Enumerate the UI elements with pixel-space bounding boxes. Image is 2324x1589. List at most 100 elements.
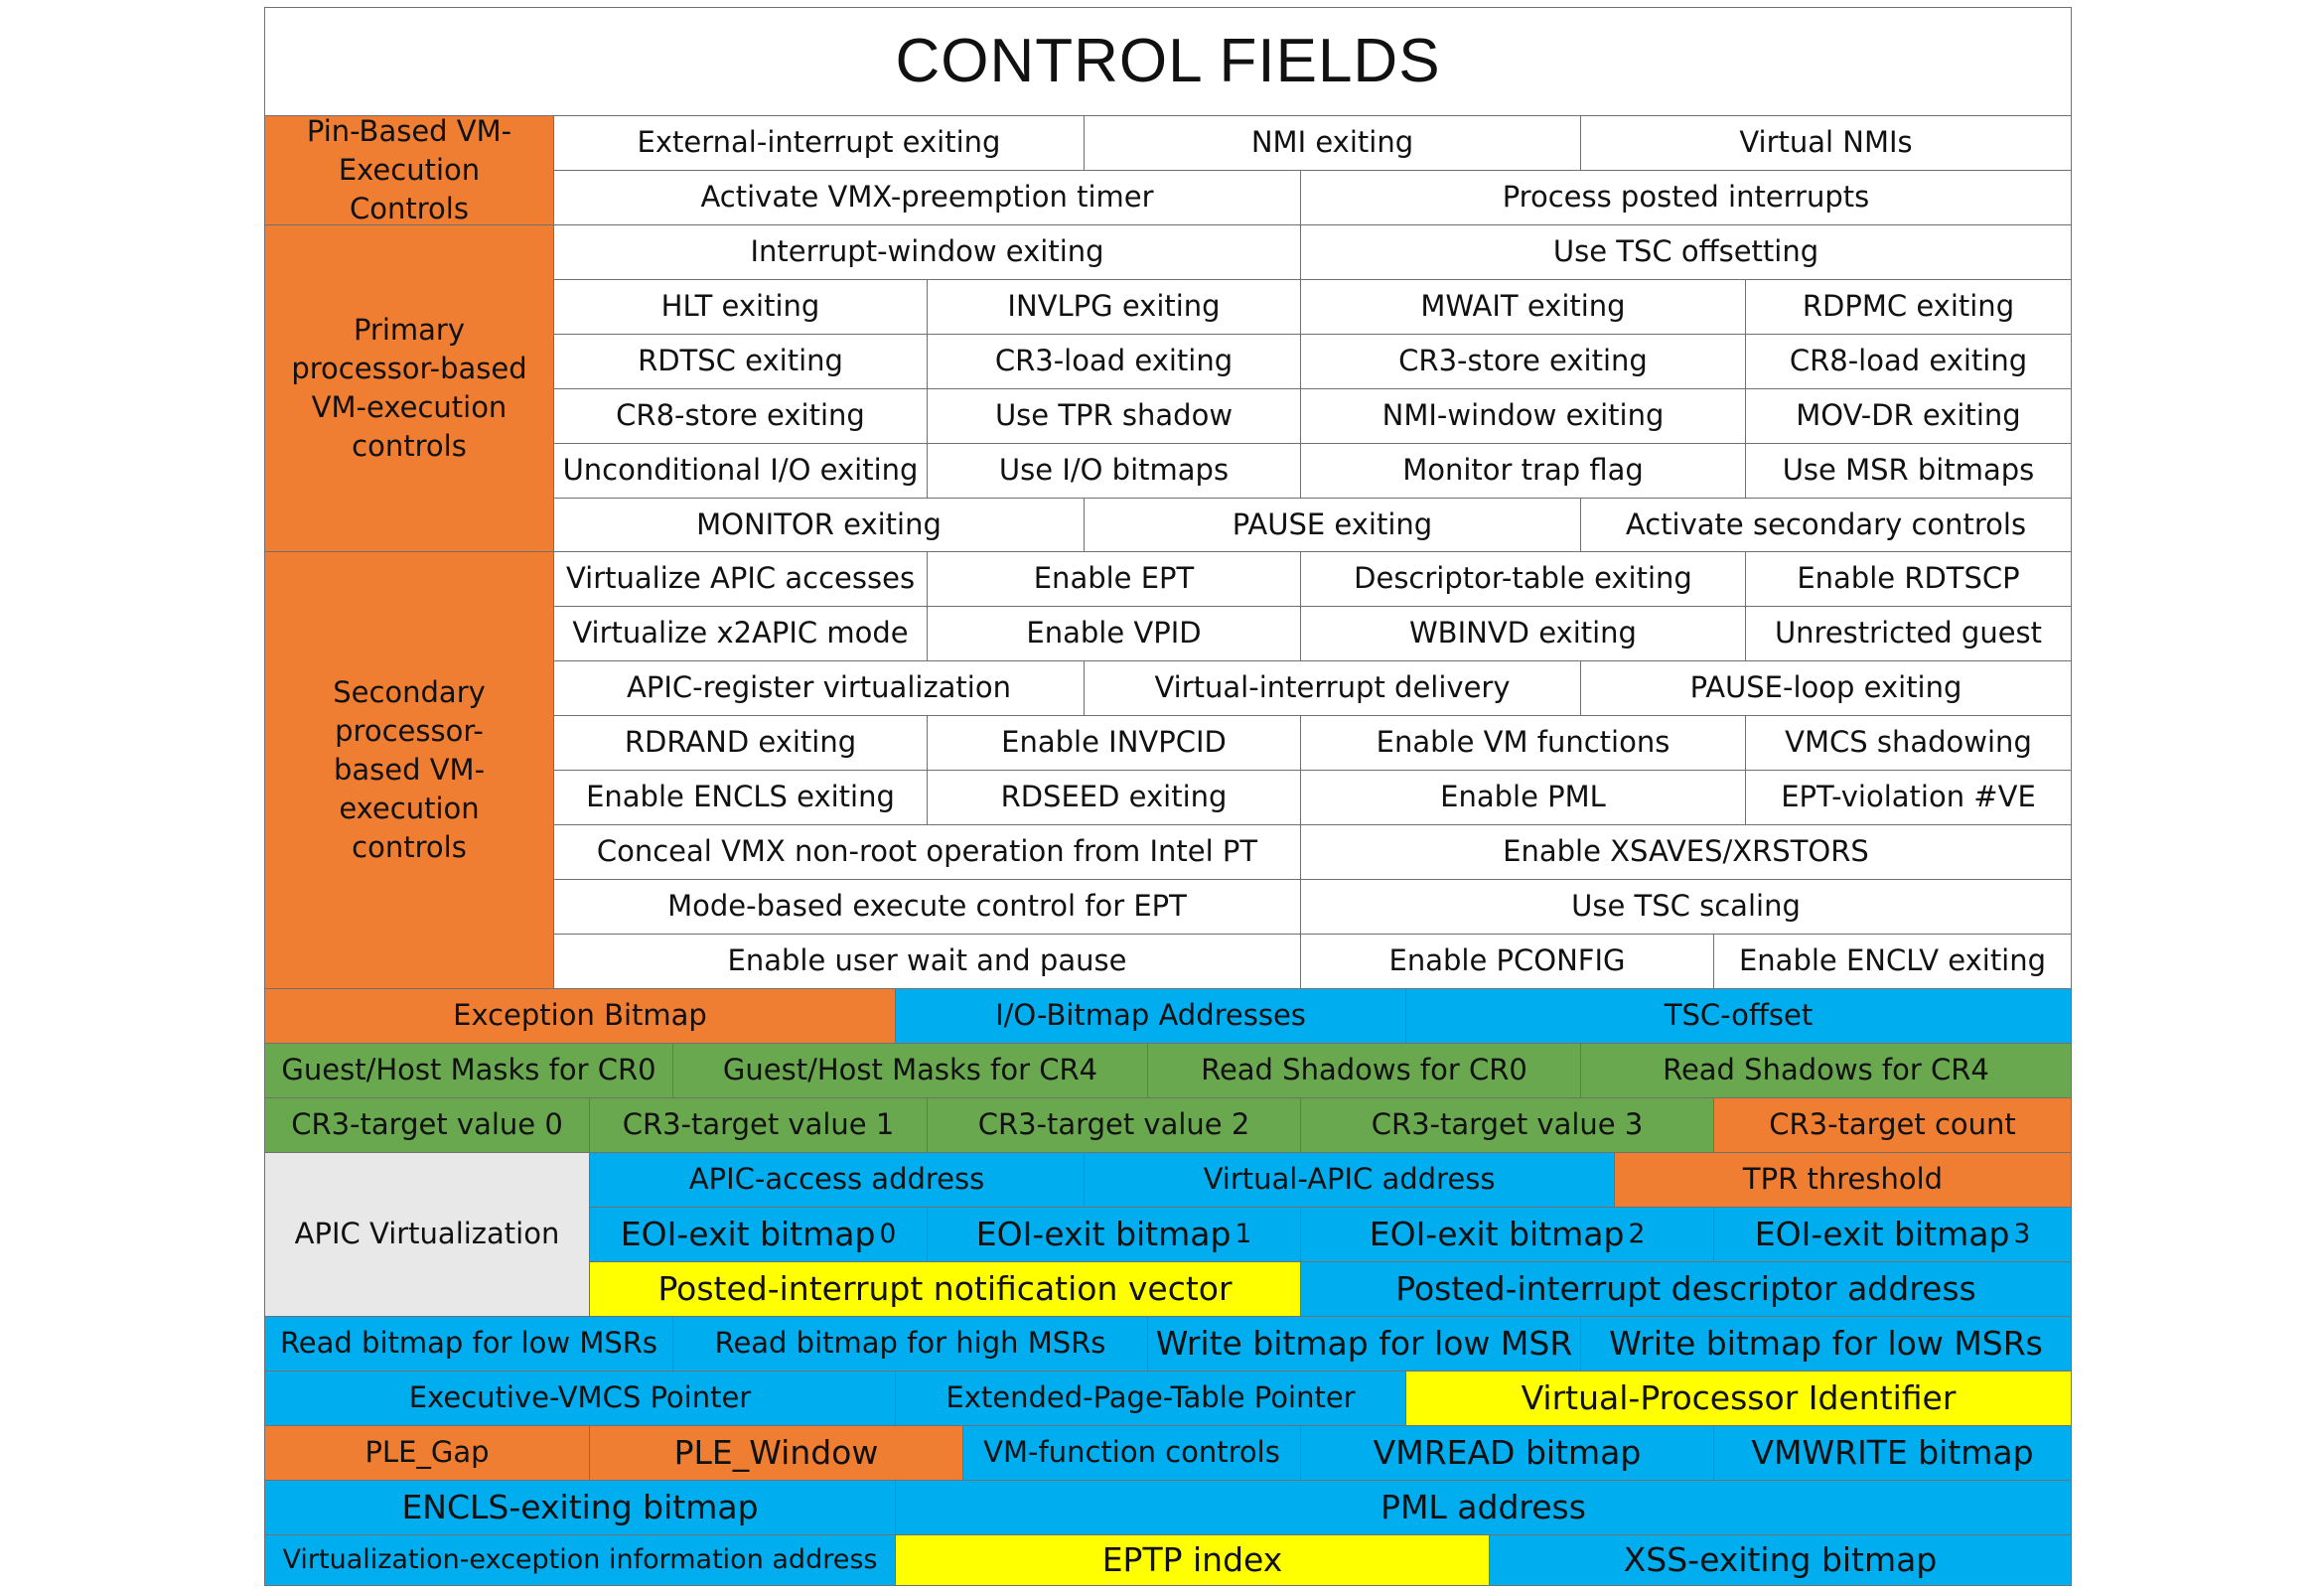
field-rdseed-exiting: RDSEED exiting [928, 771, 1301, 825]
field-write-bitmap-low-msr: Write bitmap for low MSR [1148, 1317, 1581, 1372]
field-hlt-exiting: HLT exiting [554, 280, 928, 335]
field-nmi-window-exiting: NMI-window exiting [1301, 389, 1746, 444]
field-read-shadows-cr0: Read Shadows for CR0 [1148, 1044, 1581, 1098]
control-fields-diagram: CONTROL FIELDS Pin-Based VM-Execution Co… [264, 7, 2072, 1586]
field-apic-access-address: APIC-access address [590, 1153, 1085, 1208]
field-enable-encls-exiting: Enable ENCLS exiting [554, 771, 928, 825]
field-rdrand-exiting: RDRAND exiting [554, 716, 928, 771]
field-guest-host-masks-cr0: Guest/Host Masks for CR0 [264, 1044, 673, 1098]
field-activate-secondary-controls: Activate secondary controls [1581, 499, 2072, 552]
field-use-tsc-offsetting: Use TSC offsetting [1301, 225, 2072, 280]
diagram-title: CONTROL FIELDS [264, 7, 2072, 116]
field-guest-host-masks-cr4: Guest/Host Masks for CR4 [673, 1044, 1148, 1098]
field-unrestricted-guest: Unrestricted guest [1746, 607, 2072, 661]
field-vmcs-shadowing: VMCS shadowing [1746, 716, 2072, 771]
field-cr3-target-count: CR3-target count [1714, 1098, 2072, 1153]
field-ple-window: PLE_Window [590, 1426, 963, 1481]
field-apic-register-virtualization: APIC-register virtualization [554, 661, 1085, 716]
field-nmi-exiting: NMI exiting [1085, 116, 1581, 171]
field-enable-pml: Enable PML [1301, 771, 1746, 825]
field-enable-ept: Enable EPT [928, 552, 1301, 607]
field-read-bitmap-high-msrs: Read bitmap for high MSRs [673, 1317, 1148, 1372]
field-cr3-target-value-2: CR3-target value 2 [928, 1098, 1301, 1153]
field-executive-vmcs-pointer: Executive-VMCS Pointer [264, 1372, 896, 1426]
field-write-bitmap-low-msrs: Write bitmap for low MSRs [1581, 1317, 2072, 1372]
field-enable-invpcid: Enable INVPCID [928, 716, 1301, 771]
field-read-bitmap-low-msrs: Read bitmap for low MSRs [264, 1317, 673, 1372]
field-use-tsc-scaling: Use TSC scaling [1301, 880, 2072, 935]
field-vm-function-controls: VM-function controls [963, 1426, 1301, 1481]
field-use-msr-bitmaps: Use MSR bitmaps [1746, 444, 2072, 499]
section-apic-virtualization: APIC Virtualization [264, 1153, 590, 1317]
field-process-posted-interrupts: Process posted interrupts [1301, 171, 2072, 225]
field-invlpg-exiting: INVLPG exiting [928, 280, 1301, 335]
eoi-index: 1 [1235, 1219, 1252, 1250]
field-use-tpr-shadow: Use TPR shadow [928, 389, 1301, 444]
field-xss-exiting-bitmap: XSS-exiting bitmap [1490, 1535, 2072, 1586]
field-vmwrite-bitmap: VMWRITE bitmap [1714, 1426, 2072, 1481]
field-monitor-exiting: MONITOR exiting [554, 499, 1085, 552]
field-tsc-offset: TSC-offset [1406, 989, 2072, 1044]
field-enable-vm-functions: Enable VM functions [1301, 716, 1746, 771]
field-cr8-store-exiting: CR8-store exiting [554, 389, 928, 444]
field-cr3-target-value-3: CR3-target value 3 [1301, 1098, 1714, 1153]
field-wbinvd-exiting: WBINVD exiting [1301, 607, 1746, 661]
field-use-io-bitmaps: Use I/O bitmaps [928, 444, 1301, 499]
field-cr3-load-exiting: CR3-load exiting [928, 335, 1301, 389]
section-secondary: Secondary processor-based VM-execution c… [264, 552, 554, 989]
eoi-index: 2 [1628, 1219, 1646, 1250]
section-pin-based: Pin-Based VM-Execution Controls [264, 116, 554, 225]
field-eptp-index: EPTP index [896, 1535, 1490, 1586]
field-extended-page-table-pointer: Extended-Page-Table Pointer [896, 1372, 1406, 1426]
eoi-index: 3 [2013, 1219, 2031, 1250]
eoi-label: EOI-exit bitmap [975, 1214, 1232, 1253]
field-enable-vpid: Enable VPID [928, 607, 1301, 661]
eoi-label: EOI-exit bitmap [620, 1214, 876, 1253]
field-exception-bitmap: Exception Bitmap [264, 989, 896, 1044]
field-ple-gap: PLE_Gap [264, 1426, 590, 1481]
field-monitor-trap-flag: Monitor trap flag [1301, 444, 1746, 499]
field-mode-based-execute-control: Mode-based execute control for EPT [554, 880, 1301, 935]
field-cr3-store-exiting: CR3-store exiting [1301, 335, 1746, 389]
field-read-shadows-cr4: Read Shadows for CR4 [1581, 1044, 2072, 1098]
eoi-label: EOI-exit bitmap [1754, 1214, 2010, 1253]
field-enable-enclv-exiting: Enable ENCLV exiting [1714, 935, 2072, 989]
field-virtual-processor-identifier: Virtual-Processor Identifier [1406, 1372, 2072, 1426]
field-virtualize-x2apic-mode: Virtualize x2APIC mode [554, 607, 928, 661]
field-interrupt-window-exiting: Interrupt-window exiting [554, 225, 1301, 280]
field-enable-xsaves-xrstors: Enable XSAVES/XRSTORS [1301, 825, 2072, 880]
field-ept-violation-ve: EPT-violation #VE [1746, 771, 2072, 825]
field-pause-loop-exiting: PAUSE-loop exiting [1581, 661, 2072, 716]
field-io-bitmap-addresses: I/O-Bitmap Addresses [896, 989, 1406, 1044]
field-virtualization-exception-info-address: Virtualization-exception information add… [264, 1535, 896, 1586]
field-tpr-threshold: TPR threshold [1615, 1153, 2072, 1208]
field-posted-interrupt-descriptor-address: Posted-interrupt descriptor address [1301, 1262, 2072, 1317]
field-encls-exiting-bitmap: ENCLS-exiting bitmap [264, 1481, 896, 1535]
field-virtualize-apic-accesses: Virtualize APIC accesses [554, 552, 928, 607]
field-vmread-bitmap: VMREAD bitmap [1301, 1426, 1714, 1481]
field-virtual-interrupt-delivery: Virtual-interrupt delivery [1085, 661, 1581, 716]
field-cr8-load-exiting: CR8-load exiting [1746, 335, 2072, 389]
field-rdtsc-exiting: RDTSC exiting [554, 335, 928, 389]
eoi-label: EOI-exit bitmap [1369, 1214, 1625, 1253]
field-activate-vmx-preemption-timer: Activate VMX-preemption timer [554, 171, 1301, 225]
field-descriptor-table-exiting: Descriptor-table exiting [1301, 552, 1746, 607]
field-enable-user-wait-and-pause: Enable user wait and pause [554, 935, 1301, 989]
field-enable-pconfig: Enable PCONFIG [1301, 935, 1714, 989]
field-virtual-nmis: Virtual NMIs [1581, 116, 2072, 171]
field-external-interrupt-exiting: External-interrupt exiting [554, 116, 1085, 171]
field-mov-dr-exiting: MOV-DR exiting [1746, 389, 2072, 444]
field-rdpmc-exiting: RDPMC exiting [1746, 280, 2072, 335]
section-primary: Primary processor-based VM-execution con… [264, 225, 554, 552]
field-conceal-vmx-from-intel-pt: Conceal VMX non-root operation from Inte… [554, 825, 1301, 880]
field-unconditional-io-exiting: Unconditional I/O exiting [554, 444, 928, 499]
field-cr3-target-value-1: CR3-target value 1 [590, 1098, 928, 1153]
field-mwait-exiting: MWAIT exiting [1301, 280, 1746, 335]
field-posted-interrupt-notification-vector: Posted-interrupt notification vector [590, 1262, 1301, 1317]
field-virtual-apic-address: Virtual-APIC address [1085, 1153, 1615, 1208]
field-pml-address: PML address [896, 1481, 2072, 1535]
